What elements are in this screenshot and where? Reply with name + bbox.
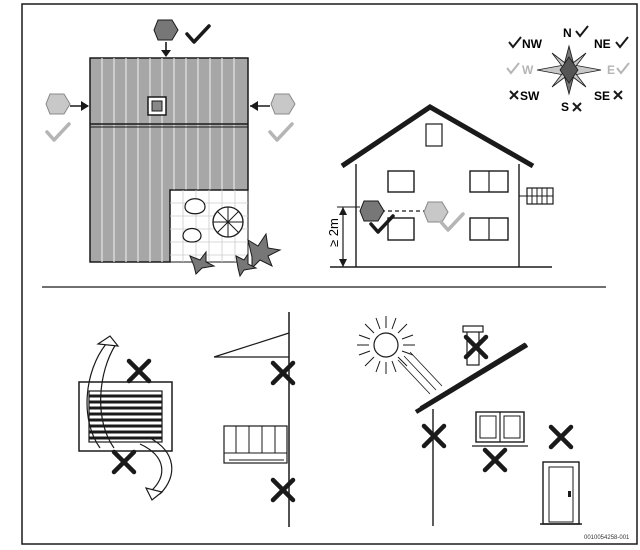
compass-rose <box>536 44 602 96</box>
house-window <box>472 411 528 447</box>
compass-label-n: N <box>563 26 572 40</box>
compass-label-s: S <box>561 100 569 114</box>
compass-sw-cross-icon <box>509 90 519 100</box>
compass-label-w: W <box>522 63 534 77</box>
compass-w-check-icon <box>506 62 520 75</box>
compass-e-check-icon <box>616 62 630 75</box>
right-check-icon <box>268 122 294 142</box>
compass-label-ne: NE <box>594 37 611 51</box>
top-unit-icon <box>153 19 179 41</box>
side-balcony <box>519 187 554 205</box>
ground-cross-icon <box>273 480 293 500</box>
airflow-arrow-up <box>86 343 107 449</box>
left-arrowhead <box>81 101 89 111</box>
compass-s-cross-icon <box>572 102 582 112</box>
leaf-icon <box>189 232 282 278</box>
compass-label-se: SE <box>594 89 610 103</box>
compass-nw-check-icon <box>508 36 522 49</box>
table-umbrella-icon <box>182 198 244 243</box>
compass-se-cross-icon <box>613 90 623 100</box>
height-label: ≥ 2m <box>326 218 341 247</box>
awning <box>213 332 290 358</box>
document-code: 0010054258-001 <box>584 535 630 541</box>
attic-window <box>425 123 443 147</box>
roof-plan-view <box>45 19 296 278</box>
house-elevation: ≥ 2m <box>326 104 554 268</box>
wall-section <box>213 312 293 527</box>
compass-label-sw: SW <box>520 89 540 103</box>
right-arrowhead <box>250 101 258 111</box>
left-check-icon <box>45 122 71 142</box>
compass-n-check-icon <box>575 25 589 38</box>
balcony-railing <box>223 425 288 464</box>
vent-bottom-cross-icon <box>114 452 134 472</box>
figure-frame <box>21 3 638 545</box>
house-side-view <box>414 325 582 526</box>
compass-label-nw: NW <box>522 37 543 51</box>
house-roof <box>340 104 535 169</box>
below-window-cross-icon <box>485 450 505 470</box>
wall-unit-icon <box>359 200 385 222</box>
compass-ne-check-icon <box>615 36 629 49</box>
top-arrowhead <box>161 50 171 57</box>
top-check-icon <box>185 24 211 44</box>
window-upper-left <box>387 170 415 193</box>
roof-vent-box <box>147 96 167 116</box>
window-lower-right <box>469 217 509 241</box>
compass-label-e: E <box>607 63 615 77</box>
vent-grille-icon <box>78 381 173 452</box>
airflow-arrow-down <box>139 443 163 493</box>
door-cross-icon <box>551 427 571 447</box>
wall-cross-icon <box>424 426 444 446</box>
sun-icon <box>357 316 415 374</box>
left-unit-icon <box>45 93 71 115</box>
window-upper-right <box>469 170 509 193</box>
awning-cross-icon <box>273 363 293 383</box>
vent-top-cross-icon <box>129 361 149 381</box>
house-door <box>540 461 582 525</box>
sun-rays-diagonal <box>397 351 443 395</box>
wall-unit-faded-icon <box>423 201 449 223</box>
right-unit-icon <box>270 93 296 115</box>
window-lower-left <box>387 217 415 241</box>
